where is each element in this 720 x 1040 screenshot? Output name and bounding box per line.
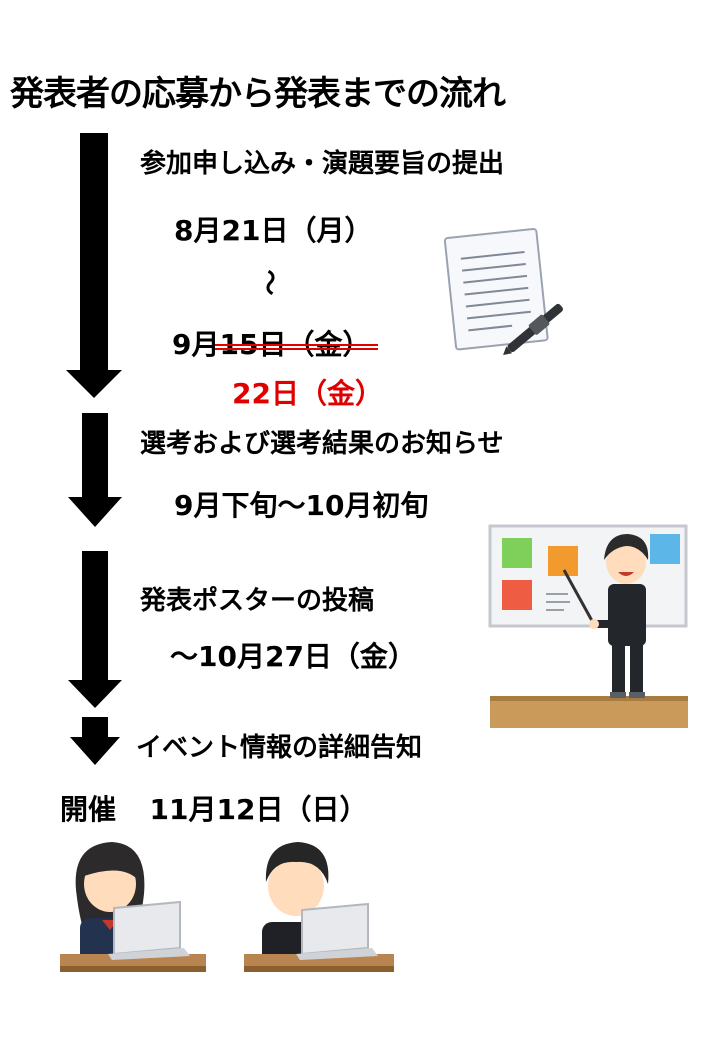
- arrow-shapes: [66, 133, 122, 765]
- presenter-board-illustration: [490, 520, 690, 735]
- step1-end-month: 9月: [172, 328, 219, 361]
- event-line: 開催 11月12日（日）: [60, 788, 367, 828]
- step1-end-date: 9月15日（金）: [172, 323, 370, 363]
- page-title: 発表者の応募から発表までの流れ: [10, 66, 505, 115]
- student-boy: [244, 842, 394, 972]
- step2-heading: 選考および選考結果のお知らせ: [140, 423, 503, 460]
- step3-date: ～10月27日（金）: [170, 635, 416, 675]
- arrow-step1: [66, 133, 122, 398]
- event-date: 11月12日（日）: [150, 793, 368, 826]
- step3-heading: 発表ポスターの投稿: [140, 580, 374, 617]
- arrow-step2: [68, 413, 122, 527]
- student-girl: [60, 842, 206, 972]
- arrow-step3: [68, 551, 122, 708]
- step1-tilde: ～: [253, 269, 290, 295]
- arrow-step4: [70, 717, 120, 765]
- step1-heading: 参加申し込み・演題要旨の提出: [140, 143, 504, 180]
- document-pen-illustration: [438, 225, 578, 355]
- step2-date: 9月下旬～10月初旬: [174, 484, 428, 524]
- students-laptops-illustration: [54, 830, 434, 990]
- step1-start-date: 8月21日（月）: [174, 209, 372, 249]
- step1-end-old: 15日（金）: [219, 323, 370, 363]
- step1-end-new: 22日（金）: [232, 372, 383, 412]
- event-label: 開催: [60, 793, 116, 826]
- step4-heading: イベント情報の詳細告知: [136, 727, 422, 764]
